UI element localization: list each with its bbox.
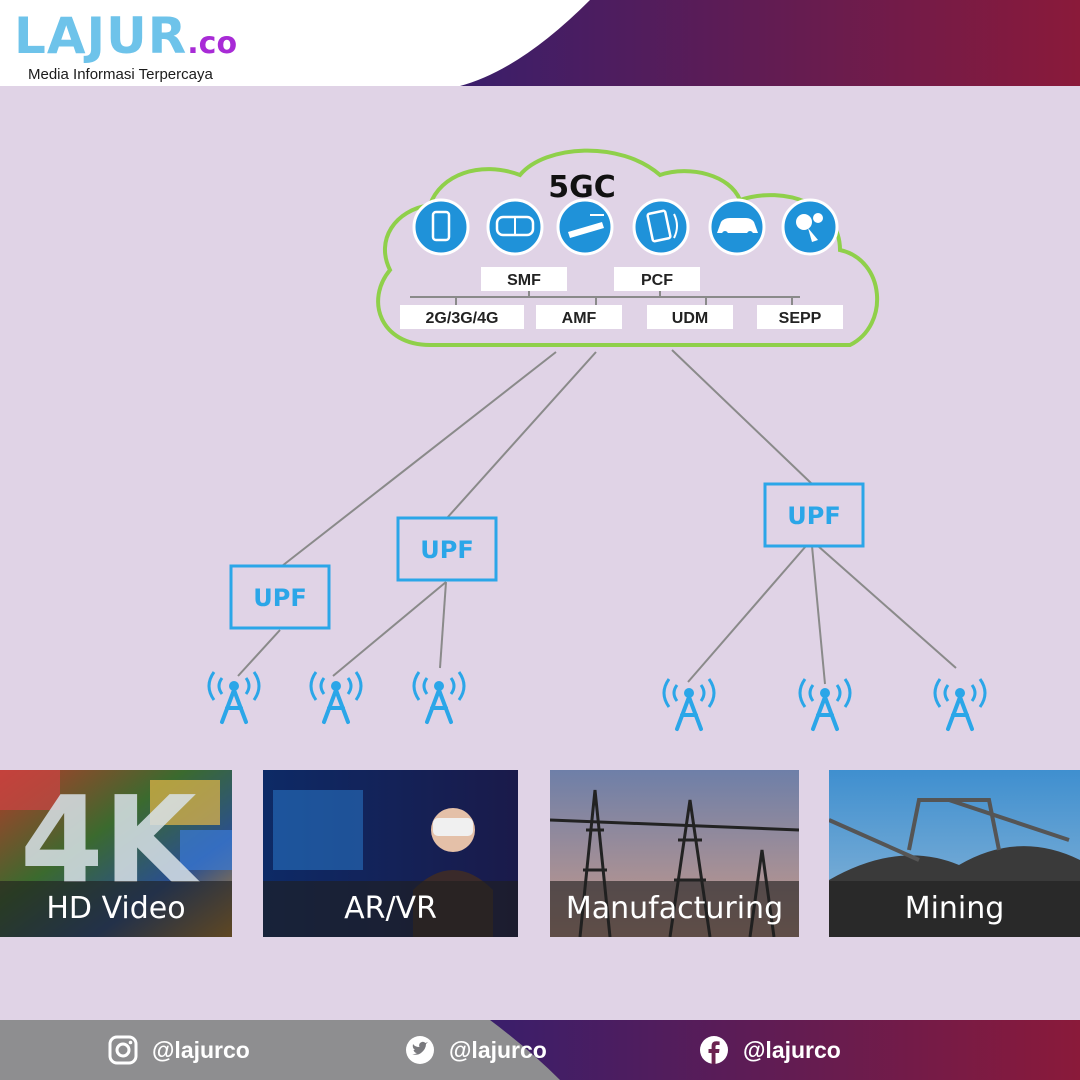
instagram-link[interactable]: @lajurco <box>108 1034 250 1066</box>
use-case-label: Manufacturing <box>550 881 799 937</box>
header-background <box>0 0 1080 86</box>
use-case-mining: Mining <box>829 770 1080 937</box>
footer: @lajurco @lajurco @lajurco <box>0 1020 1080 1080</box>
nf-udm: UDM <box>647 305 733 329</box>
upf-node-1: UPF <box>229 564 331 630</box>
facebook-handle: @lajurco <box>743 1036 841 1063</box>
phone-icon <box>412 198 470 256</box>
nf-sepp: SEPP <box>757 305 843 329</box>
use-case-hd-video: 4K HD Video <box>0 770 232 937</box>
twitter-link[interactable]: @lajurco <box>405 1034 547 1066</box>
upf-node-3: UPF <box>763 482 865 548</box>
nf-amf: AMF <box>536 305 622 329</box>
header: LAJUR.co Media Informasi Terpercaya <box>0 0 1080 86</box>
svg-text:SEPP: SEPP <box>779 310 822 327</box>
upf-node-2: UPF <box>396 516 498 582</box>
antenna-icon <box>933 677 987 731</box>
facebook-link[interactable]: @lajurco <box>699 1034 841 1066</box>
svg-text:SMF: SMF <box>507 272 541 289</box>
svg-text:PCF: PCF <box>641 272 673 289</box>
robot-icon <box>781 198 839 256</box>
antenna-icon <box>309 670 363 724</box>
use-case-ar-vr: AR/VR <box>263 770 518 937</box>
network-diagram: 5GC <box>207 148 987 731</box>
svg-text:2G/3G/4G: 2G/3G/4G <box>426 310 499 327</box>
use-case-manufacturing: Manufacturing <box>550 770 799 937</box>
brand-logo[interactable]: LAJUR.co Media Informasi Terpercaya <box>14 8 237 83</box>
svg-text:UPF: UPF <box>787 502 840 530</box>
drone-icon <box>556 198 614 256</box>
svg-text:UDM: UDM <box>672 310 708 327</box>
twitter-handle: @lajurco <box>449 1036 547 1063</box>
facebook-icon <box>700 1036 728 1064</box>
core-icons <box>412 198 839 256</box>
nf-pcf: PCF <box>614 267 700 291</box>
brand-tld: .co <box>187 26 238 61</box>
use-case-label: HD Video <box>0 881 232 937</box>
brand-name: LAJUR <box>14 7 188 65</box>
instagram-icon <box>108 1035 138 1065</box>
svg-text:UPF: UPF <box>420 536 473 564</box>
brand-tagline: Media Informasi Terpercaya <box>28 66 213 83</box>
footer-background <box>0 1020 1080 1080</box>
5gc-cloud: 5GC <box>376 148 880 347</box>
antenna-icon <box>412 670 466 724</box>
use-case-label: AR/VR <box>263 881 518 937</box>
instagram-handle: @lajurco <box>152 1036 250 1063</box>
twitter-icon <box>406 1036 434 1064</box>
use-case-label: Mining <box>829 881 1080 937</box>
nf-2g3g4g: 2G/3G/4G <box>400 305 524 329</box>
service-bus <box>410 290 800 305</box>
tablet-icon <box>632 198 690 256</box>
antenna-icon <box>798 677 852 731</box>
antenna-icon <box>662 677 716 731</box>
connection-lines <box>237 349 957 685</box>
vr-headset-icon <box>486 198 544 256</box>
antenna-icon <box>207 670 261 724</box>
svg-text:UPF: UPF <box>253 584 306 612</box>
car-icon <box>708 198 766 256</box>
svg-text:AMF: AMF <box>562 310 597 327</box>
nf-smf: SMF <box>481 267 567 291</box>
